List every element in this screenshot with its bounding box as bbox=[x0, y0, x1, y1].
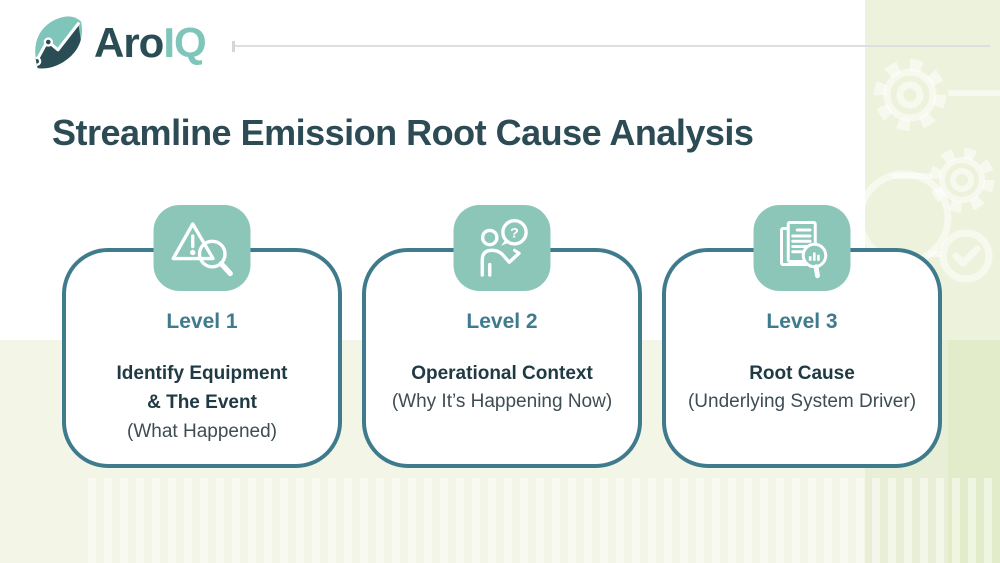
card-subtitle: (What Happened) bbox=[127, 420, 277, 442]
report-magnifier-chart-icon bbox=[753, 205, 851, 291]
level-2-card: ? Level 2 Operational Context (Why It’s … bbox=[362, 205, 642, 468]
header-divider bbox=[235, 45, 990, 47]
divider-tick bbox=[232, 41, 235, 52]
brand-wordmark: AroIQ bbox=[94, 19, 207, 66]
page-title: Streamline Emission Root Cause Analysis bbox=[52, 112, 754, 153]
level-label: Level 2 bbox=[466, 310, 538, 333]
card-heading: Identify Equipment & The Event bbox=[116, 363, 288, 414]
leaf-trend-chart-icon bbox=[35, 16, 82, 69]
stripe-pattern bbox=[88, 478, 1000, 563]
background-gears-decor bbox=[858, 59, 1000, 283]
gear-icon bbox=[929, 147, 995, 213]
level-label: Level 3 bbox=[766, 310, 838, 333]
card-heading: Operational Context bbox=[411, 363, 593, 384]
gear-icon bbox=[874, 59, 946, 131]
brand-secondary: IQ bbox=[163, 19, 206, 66]
band-overlap-inner bbox=[948, 340, 1000, 563]
check-circle-icon bbox=[928, 229, 993, 283]
question-mark-glyph: ? bbox=[510, 226, 519, 242]
level-3-card: Level 3 Root Cause (Underlying System Dr… bbox=[662, 205, 942, 468]
card-heading: Root Cause bbox=[749, 363, 855, 384]
level-label: Level 1 bbox=[166, 310, 238, 333]
alert-triangle-magnifier-icon bbox=[153, 205, 251, 291]
card-subtitle: (Underlying System Driver) bbox=[687, 391, 917, 413]
person-question-bubble-icon: ? bbox=[453, 205, 551, 291]
brand-primary: Aro bbox=[94, 19, 164, 66]
level-1-card: Level 1 Identify Equipment & The Event (… bbox=[62, 205, 342, 468]
card-subtitle: (Why It’s Happening Now) bbox=[391, 391, 613, 413]
app-logo: AroIQ bbox=[28, 12, 207, 74]
